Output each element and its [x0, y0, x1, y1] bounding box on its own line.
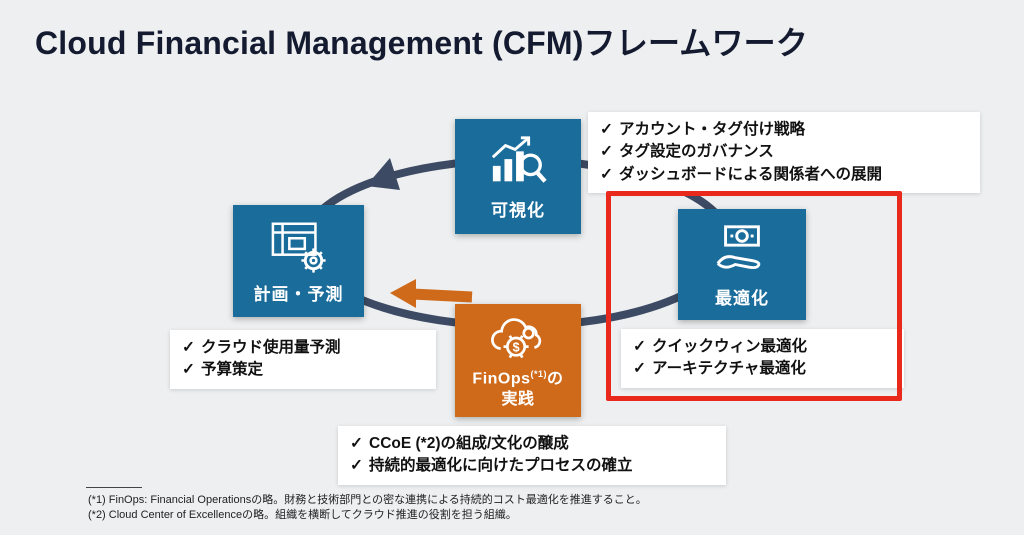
optimization-callout: ✓ クイックウィン最適化 ✓ アーキテクチャ最適化: [621, 329, 904, 388]
check-icon: ✓: [350, 435, 363, 452]
checklist-item: ✓ アーキテクチャ最適化: [633, 358, 892, 380]
checklist-item-text: 予算策定: [201, 361, 264, 379]
checklist-item: ✓ アカウント・タグ付け戦略: [600, 119, 968, 141]
footnotes: (*1) FinOps: Financial Operationsの略。財務と技…: [88, 493, 647, 524]
node-optimization-label: 最適化: [715, 288, 769, 308]
planning-callout: ✓ クラウド使用量予測 ✓ 予算策定: [170, 330, 436, 389]
finops-arrowhead-icon: [390, 279, 416, 308]
node-visualization-label: 可視化: [491, 200, 545, 220]
checklist-item-text: アーキテクチャ最適化: [652, 360, 806, 378]
checklist-item: ✓ タグ設定のガバナンス: [600, 141, 968, 163]
check-icon: ✓: [600, 121, 613, 138]
check-icon: ✓: [600, 143, 613, 161]
finops-checklist: ✓ CCoE (*2)の組成/文化の醸成 ✓ 持続的最適化に向けたプロセスの確立: [350, 433, 714, 478]
check-icon: ✓: [350, 457, 363, 475]
check-icon: ✓: [182, 339, 195, 356]
checklist-item-text: ダッシュボードによる関係者への展開: [619, 165, 883, 183]
checklist-item-text: CCoE (*2)の組成/文化の醸成: [369, 435, 569, 452]
checklist-item: ✓ ダッシュボードによる関係者への展開: [600, 164, 968, 186]
checklist-item-text: 持続的最適化に向けたプロセスの確立: [369, 457, 633, 475]
footnote-divider: [86, 487, 142, 488]
checklist-item: ✓ クイックウィン最適化: [633, 336, 892, 358]
checklist-item-text: タグ設定のガバナンス: [619, 143, 774, 161]
finops-arrow: [411, 288, 473, 303]
node-visualization: 可視化: [455, 119, 581, 234]
cycle-arrowhead-icon: [366, 158, 400, 190]
finops-label-line2: 実践: [501, 391, 535, 409]
visualization-checklist: ✓ アカウント・タグ付け戦略 ✓ タグ設定のガバナンス ✓ ダッシュボードによる…: [600, 119, 968, 186]
checklist-item-text: クイックウィン最適化: [652, 338, 808, 355]
checklist-item: ✓ 予算策定: [182, 359, 424, 381]
node-planning-label: 計画・予測: [253, 285, 344, 304]
planning-checklist: ✓ クラウド使用量予測 ✓ 予算策定: [182, 337, 424, 382]
page-title: Cloud Financial Management (CFM)フレームワーク: [35, 25, 809, 61]
chart-magnifier-icon: [487, 133, 549, 191]
footnote-2: (*2) Cloud Center of Excellenceの略。組織を横断し…: [88, 509, 517, 522]
checklist-item: ✓ 持続的最適化に向けたプロセスの確立: [350, 455, 714, 477]
node-optimization: 最適化: [678, 209, 806, 320]
node-finops: $ FinOps(*1)の 実践: [455, 304, 581, 417]
check-icon: ✓: [633, 338, 646, 355]
blueprint-gear-icon: [268, 217, 330, 275]
node-finops-label: FinOps(*1)の 実践: [472, 369, 563, 411]
checklist-item-text: アカウント・タグ付け戦略: [619, 121, 806, 138]
optimization-checklist: ✓ クイックウィン最適化 ✓ アーキテクチャ最適化: [633, 336, 892, 381]
checklist-item: ✓ CCoE (*2)の組成/文化の醸成: [350, 433, 714, 455]
footnote-1: (*1) FinOps: Financial Operationsの略。財務と技…: [88, 494, 647, 506]
svg-text:$: $: [513, 340, 520, 354]
checklist-item: ✓ クラウド使用量予測: [182, 337, 424, 359]
check-icon: ✓: [633, 360, 646, 378]
finops-callout: ✓ CCoE (*2)の組成/文化の醸成 ✓ 持続的最適化に向けたプロセスの確立: [338, 426, 726, 485]
finops-cloud-gear-icon: $: [487, 310, 549, 364]
check-icon: ✓: [182, 361, 195, 379]
checklist-item-text: クラウド使用量予測: [201, 339, 341, 356]
finops-label-line1: FinOps(*1)の: [472, 369, 564, 388]
money-hand-icon: [711, 221, 773, 279]
check-icon: ✓: [600, 165, 613, 183]
node-planning: 計画・予測: [233, 205, 364, 317]
visualization-callout: ✓ アカウント・タグ付け戦略 ✓ タグ設定のガバナンス ✓ ダッシュボードによる…: [588, 112, 980, 194]
